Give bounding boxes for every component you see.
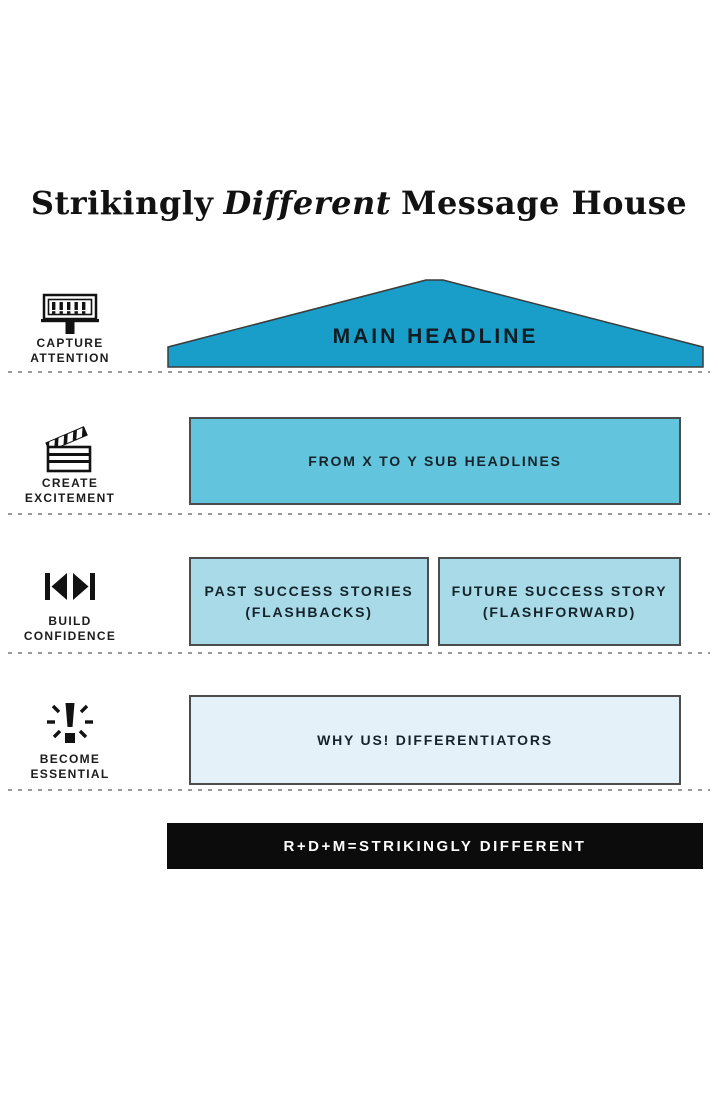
side-label-build-confidence: BUILD CONFIDENCE [6, 614, 134, 644]
footer-formula-bar: R+D+M=STRIKINGLY DIFFERENT [167, 823, 703, 869]
dotted-separator-1 [8, 371, 710, 373]
house-roof-shape [167, 279, 704, 368]
side-label-line1: BECOME [39, 752, 101, 766]
future-success-line1: FUTURE SUCCESS STORY [451, 582, 668, 599]
side-row-become-essential: BECOME ESSENTIAL [6, 697, 134, 782]
page-title: Strikingly Different Message House [0, 184, 718, 222]
main-headline-label: MAIN HEADLINE [332, 325, 539, 348]
sub-headlines-label: FROM X TO Y SUB HEADLINES [308, 452, 562, 469]
side-label-become-essential: BECOME ESSENTIAL [6, 752, 134, 782]
title-emphasis: Different [223, 184, 392, 222]
title-part1: Strikingly [30, 184, 214, 222]
sub-headlines-box: FROM X TO Y SUB HEADLINES [189, 417, 681, 505]
future-success-story-box: FUTURE SUCCESS STORY (FLASHFORWARD) [438, 557, 681, 646]
dotted-separator-3 [8, 652, 710, 654]
why-us-label: WHY US! DIFFERENTIATORS [317, 731, 553, 748]
side-label-line2: ATTENTION [30, 351, 110, 365]
dotted-separator-2 [8, 513, 710, 515]
side-label-line2: CONFIDENCE [23, 629, 117, 643]
side-label-line2: EXCITEMENT [24, 491, 116, 505]
past-success-stories-box: PAST SUCCESS STORIES (FLASHBACKS) [189, 557, 429, 646]
side-label-line2: ESSENTIAL [30, 767, 110, 781]
billboard-icon [6, 293, 134, 334]
exclamation-burst-icon [6, 697, 134, 749]
clapperboard-icon [6, 421, 134, 473]
side-label-line1: BUILD [48, 614, 92, 628]
future-success-line2: (FLASHFORWARD) [482, 603, 637, 620]
side-label-create-excitement: CREATE EXCITEMENT [6, 476, 134, 506]
past-success-line1: PAST SUCCESS STORIES [204, 582, 414, 599]
skip-back-forward-icon [6, 573, 134, 600]
why-us-differentiators-box: WHY US! DIFFERENTIATORS [189, 695, 681, 785]
side-row-create-excitement: CREATE EXCITEMENT [6, 421, 134, 506]
footer-formula-label: R+D+M=STRIKINGLY DIFFERENT [283, 837, 587, 855]
dotted-separator-4 [8, 789, 710, 791]
side-row-capture-attention: CAPTURE ATTENTION [6, 293, 134, 366]
side-row-build-confidence: BUILD CONFIDENCE [6, 573, 134, 644]
side-label-capture-attention: CAPTURE ATTENTION [6, 336, 134, 366]
side-label-line1: CAPTURE [36, 336, 104, 350]
past-success-line2: (FLASHBACKS) [245, 603, 373, 620]
title-part2: Message House [401, 184, 688, 222]
side-label-line1: CREATE [41, 476, 99, 490]
